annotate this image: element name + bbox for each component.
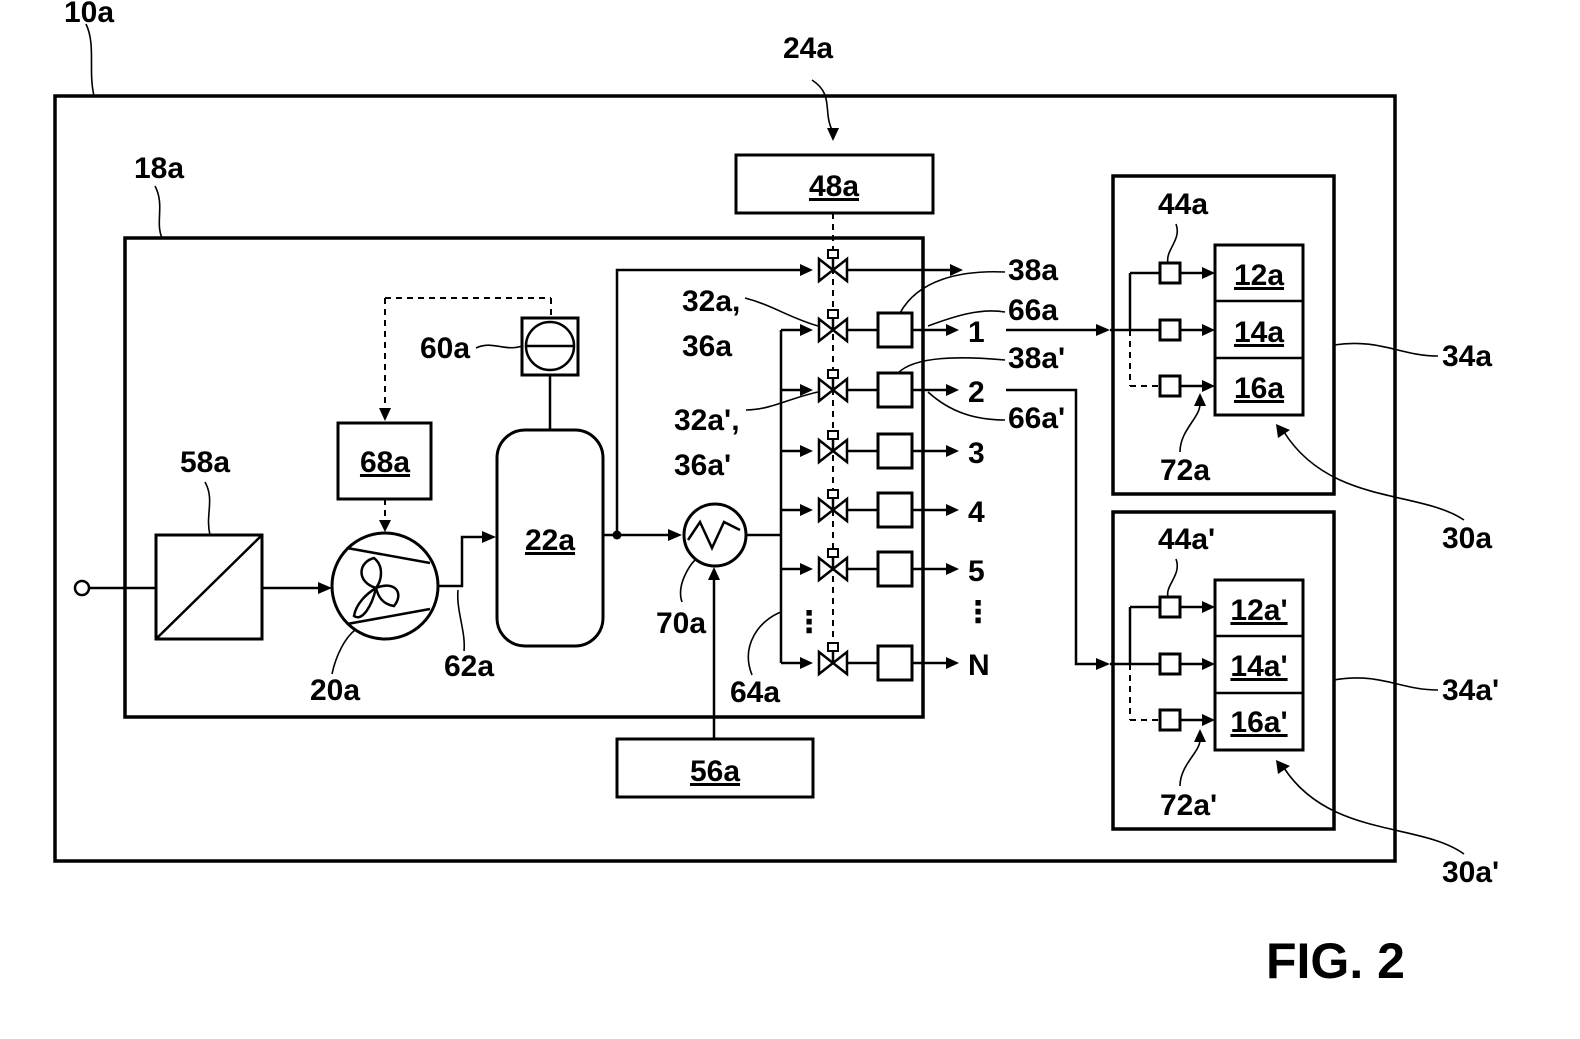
label-32a: 32a, — [682, 285, 740, 318]
leader-18a — [155, 186, 162, 238]
leader-24a — [812, 80, 833, 132]
label-56a: 56a — [690, 755, 740, 788]
leader-58a — [205, 482, 210, 535]
leader-44ap — [1168, 559, 1178, 597]
leader-32a — [745, 298, 818, 326]
label-58a: 58a — [180, 446, 230, 479]
label-14ap: 14a' — [1230, 650, 1287, 683]
label-18a: 18a — [134, 152, 184, 185]
label-16a: 16a — [1234, 372, 1284, 405]
leader-64a — [748, 612, 781, 675]
label-24a: 24a — [783, 32, 833, 65]
figure-title: FIG. 2 — [1266, 933, 1405, 989]
label-34ap: 34a' — [1442, 674, 1499, 707]
leader-30a — [1284, 432, 1464, 520]
outlet-sensors — [847, 313, 912, 680]
heat-exchanger-70a — [684, 504, 746, 566]
label-72ap: 72a' — [1160, 789, 1217, 822]
valve-top — [819, 250, 847, 281]
leader-72ap — [1180, 740, 1200, 786]
leader-60a — [476, 345, 522, 348]
label-44a: 44a — [1158, 188, 1208, 221]
leader-38a — [900, 272, 1005, 313]
label-34a: 34a — [1442, 340, 1492, 373]
manifold-dots: ⋮ — [794, 606, 824, 639]
label-62a: 62a — [444, 650, 494, 683]
label-44ap: 44a' — [1158, 523, 1215, 556]
leader-62a — [458, 590, 465, 651]
label-32ap: 32a', — [674, 404, 740, 437]
label-10a: 10a — [64, 0, 114, 29]
label-70a: 70a — [656, 607, 706, 640]
label-48a: 48a — [809, 170, 859, 203]
label-20a: 20a — [310, 674, 360, 707]
label-38ap: 38a' — [1008, 342, 1065, 375]
label-38a: 38a — [1008, 254, 1058, 287]
outlet-n: N — [968, 649, 990, 682]
leader-66ap — [928, 392, 1005, 420]
label-64a: 64a — [730, 676, 780, 709]
outlet-3: 3 — [968, 437, 985, 470]
label-66a: 66a — [1008, 294, 1058, 327]
label-22a: 22a — [525, 524, 575, 557]
leader-10a — [86, 24, 94, 96]
label-30ap: 30a' — [1442, 856, 1499, 889]
outlet-dots: ⋮ — [963, 596, 993, 629]
leader-20a — [332, 630, 355, 674]
leader-66a — [928, 311, 1005, 326]
leader-34ap — [1334, 678, 1438, 690]
valve-5 — [819, 549, 847, 580]
label-66ap: 66a' — [1008, 402, 1065, 435]
valve-4 — [819, 490, 847, 521]
label-30a: 30a — [1442, 522, 1492, 555]
leader-30ap — [1284, 768, 1464, 854]
valve-n — [819, 643, 847, 674]
inlet-port — [75, 581, 89, 595]
outlet-1: 1 — [968, 316, 985, 349]
label-12ap: 12a' — [1230, 594, 1287, 627]
leader-70a — [681, 560, 695, 602]
label-14a: 14a — [1234, 316, 1284, 349]
leader-34a — [1334, 343, 1438, 356]
label-60a: 60a — [420, 332, 470, 365]
leader-38ap — [898, 358, 1005, 373]
leader-72a — [1180, 404, 1200, 452]
label-16ap: 16a' — [1230, 706, 1287, 739]
label-12a: 12a — [1234, 259, 1284, 292]
outlet-2: 2 — [968, 376, 985, 409]
label-72a: 72a — [1160, 454, 1210, 487]
label-36a: 36a — [682, 330, 732, 363]
label-36ap: 36a' — [674, 449, 731, 482]
outlet-5: 5 — [968, 555, 985, 588]
valve-2 — [819, 370, 847, 401]
label-68a: 68a — [360, 446, 410, 479]
leader-44a — [1168, 224, 1178, 263]
outlet-4: 4 — [968, 496, 985, 529]
